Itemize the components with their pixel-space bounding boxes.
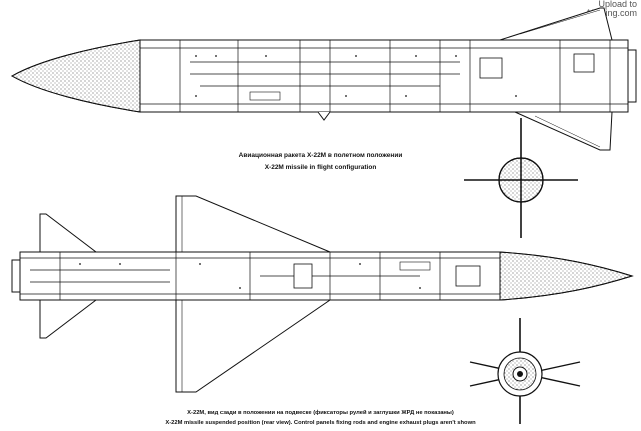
delta-wing <box>175 195 331 253</box>
caption-bottom-ru: Х-22М, вид сзади в положении на подвеске… <box>187 410 454 416</box>
rear-view-suspended <box>469 318 581 424</box>
ventral-fin <box>514 111 613 151</box>
watermark-line-1: Upload to <box>598 0 637 9</box>
tail-cap-top <box>627 49 637 103</box>
tail-fin-left <box>39 213 98 253</box>
plan-view-suspended <box>11 195 634 393</box>
radome-plan <box>499 251 634 301</box>
side-view-flight <box>10 7 637 151</box>
front-view-flight <box>464 118 578 238</box>
tail-cap-plan <box>11 259 21 293</box>
radome-top <box>10 39 141 113</box>
watermark: Upload to AFWing.com <box>585 0 637 18</box>
dorsal-fin <box>499 7 613 41</box>
caption-top-ru: Авиационная ракета Х-22М в полетном поло… <box>238 152 403 159</box>
caption-top-en: X-22M missile in flight configuration <box>264 164 377 171</box>
watermark-line-2: AFWing.com <box>585 8 637 18</box>
caption-bottom-en: X-22M missile suspended position (rear v… <box>165 420 476 426</box>
